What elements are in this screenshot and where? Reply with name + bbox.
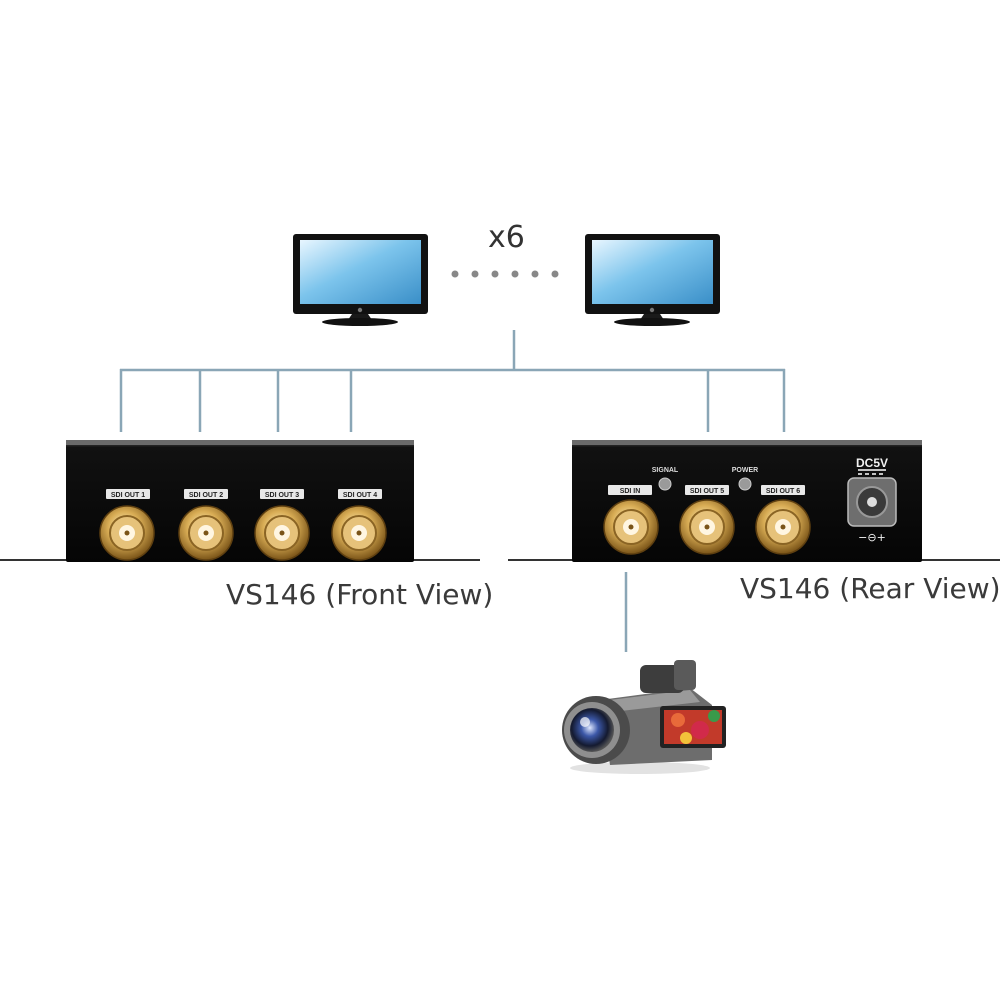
bnc-connector (331, 505, 387, 561)
bnc-connector (178, 505, 234, 561)
signal-led (658, 477, 672, 491)
power-led (738, 477, 752, 491)
port-label-sdi-out-3: SDI OUT 3 (265, 492, 299, 499)
port-label-sdi-out-2: SDI OUT 2 (189, 492, 223, 499)
monitor-icon (585, 234, 720, 326)
front-panel (0, 440, 480, 562)
port-label-plates (106, 485, 805, 499)
polarity-label: −⊖+ (858, 531, 886, 544)
port-label-sdi-out-5: SDI OUT 5 (690, 488, 724, 495)
output-cables (119, 330, 786, 432)
ellipsis-dots (451, 270, 559, 278)
rear-view-caption: VS146 (Rear View) (740, 572, 1000, 605)
port-label-sdi-in: SDI IN (620, 488, 641, 495)
front-view-caption: VS146 (Front View) (226, 578, 494, 611)
monitor-icon (293, 234, 428, 326)
power-label: POWER (732, 467, 758, 474)
rear-panel (508, 440, 1000, 562)
dc-voltage-label: DC5V (856, 456, 888, 470)
dc-power-jack (847, 469, 897, 527)
port-label-sdi-out-6: SDI OUT 6 (766, 488, 800, 495)
camcorder-icon (562, 660, 726, 774)
port-label-sdi-out-4: SDI OUT 4 (343, 492, 377, 499)
bnc-connector (254, 505, 310, 561)
monitor-count-label: x6 (488, 220, 525, 255)
port-label-sdi-out-1: SDI OUT 1 (111, 492, 145, 499)
bnc-connector (679, 499, 735, 555)
bnc-connector (603, 499, 659, 555)
bnc-connector (755, 499, 811, 555)
bnc-connector (99, 505, 155, 561)
signal-label: SIGNAL (652, 467, 679, 474)
